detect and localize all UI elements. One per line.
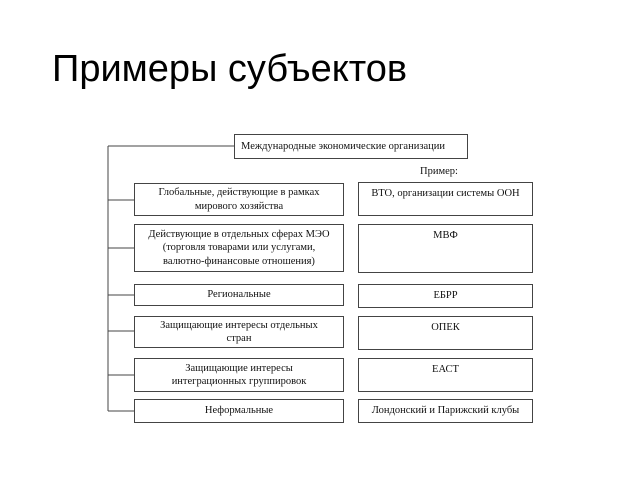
category-label: Защищающие интересы интеграционных групп…	[171, 362, 307, 387]
example-label: ЕАСТ	[432, 364, 459, 375]
example-box-global: ВТО, организации системы ООН	[358, 182, 533, 216]
category-label: Региональные	[207, 289, 271, 301]
example-box-regional: ЕБРР	[358, 284, 533, 308]
category-label: Защищающие интересы отдельных стран	[160, 319, 318, 344]
category-box-integration: Защищающие интересы интеграционных групп…	[134, 358, 344, 392]
example-label: ВТО, организации системы ООН	[371, 188, 520, 199]
category-box-regional: Региональные	[134, 284, 344, 306]
example-label: ОПЕК	[431, 322, 460, 333]
category-label: Глобальные, действующие в рамках мировог…	[158, 187, 320, 212]
category-box-countries: Защищающие интересы отдельных стран	[134, 316, 344, 348]
example-label: МВФ	[433, 230, 458, 241]
example-box-integration: ЕАСТ	[358, 358, 533, 392]
category-box-sector: Действующие в отдельных сферах МЭО (торг…	[134, 224, 344, 272]
example-label: ЕБРР	[433, 290, 458, 301]
slide-title: Примеры субъектов	[52, 48, 408, 90]
example-box-informal: Лондонский и Парижский клубы	[358, 399, 533, 423]
category-label: Действующие в отдельных сферах МЭО (торг…	[148, 229, 330, 267]
example-caption: Пример:	[420, 166, 458, 177]
category-box-informal: Неформальные	[134, 399, 344, 423]
root-label: Международные экономические организации	[241, 140, 445, 152]
category-label: Неформальные	[204, 405, 274, 417]
example-box-countries: ОПЕК	[358, 316, 533, 350]
example-label: Лондонский и Парижский клубы	[371, 405, 520, 417]
example-box-sector: МВФ	[358, 224, 533, 273]
category-box-global: Глобальные, действующие в рамках мировог…	[134, 183, 344, 216]
root-box: Международные экономические организации	[234, 134, 468, 159]
